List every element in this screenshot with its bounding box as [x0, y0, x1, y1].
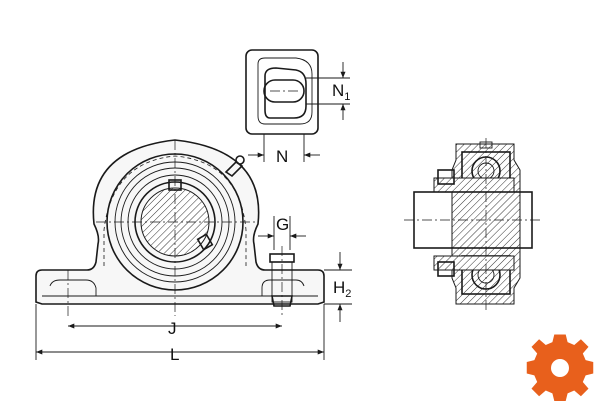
gear-icon — [526, 334, 594, 401]
dimension-n-label: N — [276, 147, 288, 166]
dimension-l — [35, 304, 325, 360]
front-view — [35, 139, 325, 316]
dimension-g-label: G — [276, 215, 289, 234]
dimension-h2 — [324, 252, 352, 322]
dimension-h2-label: H2 — [333, 278, 351, 300]
dimension-l-label: L — [170, 345, 179, 364]
dimension-g — [258, 216, 306, 250]
dimension-j-label: J — [168, 319, 177, 338]
dimension-n1-label: N1 — [332, 81, 350, 103]
slot-detail-view — [245, 49, 350, 162]
side-section-view — [404, 138, 542, 312]
